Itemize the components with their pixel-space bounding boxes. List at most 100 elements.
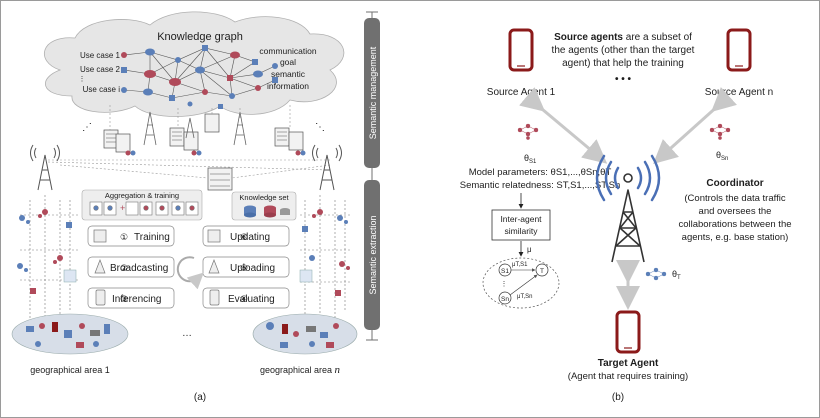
task-training: [87, 225, 175, 247]
source-agent-1-phone: [508, 28, 534, 72]
inter-agent-label-1: Inter-agent: [500, 214, 542, 224]
arrow-agent1-coordinator: [519, 87, 608, 164]
task-inferencing: [87, 287, 175, 309]
dots-bottom: …: [182, 328, 192, 339]
similarity-graph-boundary: [482, 257, 560, 309]
geo-area-n-ellipse: [252, 313, 358, 355]
semantic-management-bar: [364, 18, 380, 168]
task-icons: [93, 229, 221, 306]
task-evaluating-num: ④: [240, 295, 248, 305]
inter-agent-similarity-box: [491, 209, 551, 241]
semantic-extraction-label: Semantic extraction: [368, 215, 378, 294]
right-agent-network: [300, 195, 352, 325]
knowledge-set-label: Knowledge set: [239, 193, 289, 202]
source-desc-line1: Source agents are a subset of: [554, 32, 692, 43]
node-sn-label: Sn: [501, 296, 509, 303]
nodes-vdots: ⋮: [501, 281, 508, 288]
edge-servers: [103, 113, 304, 191]
coordinator-line-3: collaborations between the: [678, 219, 791, 230]
task-updating: [202, 225, 290, 247]
source-agent-1-label: Source Agent 1: [487, 87, 556, 98]
geo-devices-n: [266, 322, 339, 348]
aggregation-label: Aggregation & training: [105, 191, 179, 200]
caption-a: (a): [194, 392, 206, 403]
use-case-1: Use case 1: [80, 51, 121, 60]
coordinator-line-4: agents, e.g. base station): [682, 232, 789, 243]
mu-t-sn: μT,Sn: [517, 294, 532, 300]
coordinator-line-1: (Controls the data traffic: [684, 193, 785, 204]
semantic-relatedness-text: Semantic relatedness: ST,S1,...,ST,Sn: [460, 180, 621, 191]
node-t: [535, 263, 549, 277]
tower-waves: [595, 154, 661, 202]
task-inferencing-label: Inferencing: [112, 294, 161, 305]
aggregation-icons: [89, 201, 199, 216]
semantic-management-label: Semantic management: [368, 46, 378, 139]
model-parameters-text: Model parameters: θS1,...,θSn,θT: [469, 167, 612, 178]
section-bar: [364, 11, 380, 341]
arrow-agentn-coordinator: [653, 87, 737, 165]
theta-s1: θS1: [524, 153, 537, 165]
source-desc-line3: agent) that help the training: [562, 58, 684, 69]
tower-right: [312, 144, 342, 191]
edge-sn-t: [509, 274, 538, 296]
panel-b: Source agents are a subset of the agents…: [460, 28, 792, 403]
tower-left: [30, 144, 60, 191]
target-agent-phone: [615, 310, 641, 354]
panel-a: Knowledge graph Use case 1 Use case 2 ⋮ …: [11, 11, 380, 403]
plus-sign: +: [120, 203, 125, 213]
left-agent-icons: [17, 209, 77, 294]
knowledge-graph-title: Knowledge graph: [157, 31, 243, 43]
geo-area-n-label: geographical area n: [260, 364, 341, 376]
task-broadcasting-num: ②: [120, 264, 128, 274]
task-broadcasting-label: Broadcasting: [110, 263, 168, 274]
geo-area-1-label: geographical area 1: [30, 365, 110, 375]
task-uploading-label: Uploading: [230, 263, 275, 274]
dots-between-agents: • • •: [615, 74, 632, 85]
legend-line-3: semantic: [271, 69, 306, 79]
use-case-i: Use case i: [83, 85, 121, 94]
node-sn: [498, 291, 512, 305]
theta-sn: θSn: [716, 150, 728, 162]
task-broadcasting: [87, 256, 175, 278]
task-uploading-num: ⑤: [240, 264, 248, 274]
mini-models: [125, 150, 306, 156]
knowledge-graph-cloud: [44, 11, 345, 117]
inter-agent-label-2: similarity: [504, 226, 538, 236]
dots-top-right: ⋱: [315, 122, 325, 133]
node-s1-label: S1: [501, 268, 509, 275]
dots-top-left: ⋰: [82, 122, 92, 133]
task-inferencing-num: ③: [120, 295, 128, 305]
task-updating-num: ⑥: [240, 233, 248, 243]
task-uploading: [202, 256, 290, 278]
database-icons: [244, 205, 290, 218]
mu-t-s1: μT,S1: [512, 262, 528, 268]
caption-b: (b): [612, 392, 624, 403]
target-agent-title: Target Agent: [598, 358, 659, 369]
target-agent-subtitle: (Agent that requires training): [568, 371, 688, 382]
legend-line-1: communication: [259, 46, 316, 56]
model-icon-s1: [517, 123, 539, 140]
cycle-arrow: [176, 256, 204, 290]
task-training-label: Training: [134, 232, 170, 243]
semantic-extraction-bar: [364, 180, 380, 330]
task-evaluating: [202, 287, 290, 309]
geo-devices-1: [26, 322, 110, 348]
right-agent-icons: [299, 209, 350, 296]
dashed-links-top: [47, 105, 331, 179]
coordinator-tower-icon: [611, 173, 645, 263]
task-training-num: ①: [120, 233, 128, 243]
graph-nodes: [121, 45, 278, 109]
coordinator-line-2: and oversees the: [699, 206, 772, 217]
left-agent-network: [20, 195, 80, 330]
node-t-label: T: [540, 268, 544, 275]
task-boxes: [87, 225, 290, 309]
legend-line-4: information: [267, 81, 309, 91]
server-lines: [106, 131, 287, 187]
mu-label: μ: [527, 245, 532, 254]
task-updating-label: Updating: [230, 232, 270, 243]
small-towers: [143, 111, 247, 146]
source-desc-line2: the agents (other than the target: [552, 45, 695, 56]
use-case-2: Use case 2: [80, 65, 121, 74]
